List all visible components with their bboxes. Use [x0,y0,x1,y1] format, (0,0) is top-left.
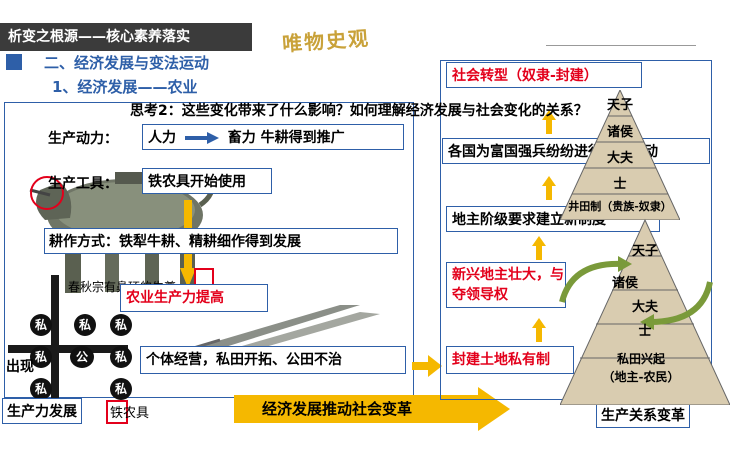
outcome-prefix: 出现 [6,359,34,375]
section-title: 二、经济发展与变法运动 [44,54,210,72]
question-text: 思考2：这些变化带来了什么影响？如何理解经济发展与社会变化的关系？ [130,103,588,119]
header-title: 析变之根源——核心素养落实 [0,23,252,51]
pyramid-bottom-tianzi: 天子 [631,244,658,259]
private-field-char: 私 [110,314,132,336]
tool-caption: 铁农具 [110,406,150,421]
pyramid-bottom-dafu: 大夫 [631,300,658,315]
rising-landlord-line1: 新兴地主壮大，与旧贵族斗争 [452,267,565,283]
pyramid-bottom-shi: 士 [638,324,652,339]
section-subtitle: 1、经济发展——农业 [52,78,198,96]
outcome-box: 个体经营，私田开拓、公田不治 [140,346,406,374]
rising-landlord-box: 新兴地主壮大，与旧贵族斗争 夺领导权 [446,262,566,308]
tool-highlight-box [106,400,128,424]
row-label-tools: 生产工具： [48,176,118,192]
upper-pyramid [560,90,680,220]
cycle-arrows-icon [559,256,713,330]
private-field-char: 私 [30,314,52,336]
pyramid-bottom-zhuhou: 诸侯 [611,276,638,291]
farming-method-box: 耕作方式：铁犁牛耕、精耕细作得到发展 [44,228,398,254]
up-arrow-icon [542,110,556,134]
pyramid-top-base: 井田制（贵族-奴隶） [568,200,672,213]
feudal-land-box: 封建土地私有制 [446,346,574,374]
farming-value: 铁犁牛耕、精耕细作得到发展 [119,234,301,250]
nose-ring-highlight [30,176,64,210]
calligraphy-title: 唯物史观 [281,25,371,57]
private-field-char: 私 [30,346,52,368]
power-box: 人力 畜力 牛耕得到推广 [142,124,404,150]
private-field-char: 私 [110,346,132,368]
public-field-char: 公 [70,346,94,368]
productivity-result-box: 农业生产力提高 [120,284,268,312]
pyramid-top-shi: 士 [613,177,627,192]
up-arrow-icon [542,176,556,200]
productivity-label: 生产力发展 [2,398,82,424]
power-value-human: 人力 [148,130,176,146]
right-arrow-icon [184,132,219,144]
private-field-char: 私 [30,378,52,400]
relations-label: 生产关系变革 [596,402,690,428]
header-divider [546,45,696,46]
field-divider-horizontal [8,345,128,353]
row-label-power: 生产动力： [48,131,118,147]
tools-box: 铁农具开始使用 [142,168,272,194]
row-label-farming: 耕作方式： [49,234,119,250]
pyramid-top-zhuhou: 诸侯 [606,125,633,140]
right-arrow-icon [412,355,442,377]
private-field-char: 私 [74,314,96,336]
pyramid-bottom-base-2: （地主-农民） [602,370,680,384]
up-arrow-icon [532,318,546,342]
section-marker-icon [6,54,22,70]
power-value-animal: 畜力 牛耕得到推广 [227,130,345,146]
pyramid-top-tianzi: 天子 [606,98,633,113]
banner-text: 经济发展推动社会变革 [262,400,413,418]
pyramid-top-dafu: 大夫 [606,151,633,166]
pyramid-bottom-base-1: 私田兴起 [616,352,665,366]
field-divider-vertical [51,275,59,403]
up-arrow-icon [532,236,546,260]
private-field-char: 私 [110,378,132,400]
transition-box: 社会转型（奴隶-封建） [446,62,642,88]
rising-landlord-line2: 夺领导权 [452,287,508,303]
banner-arrow [234,387,510,431]
left-panel [4,102,414,398]
